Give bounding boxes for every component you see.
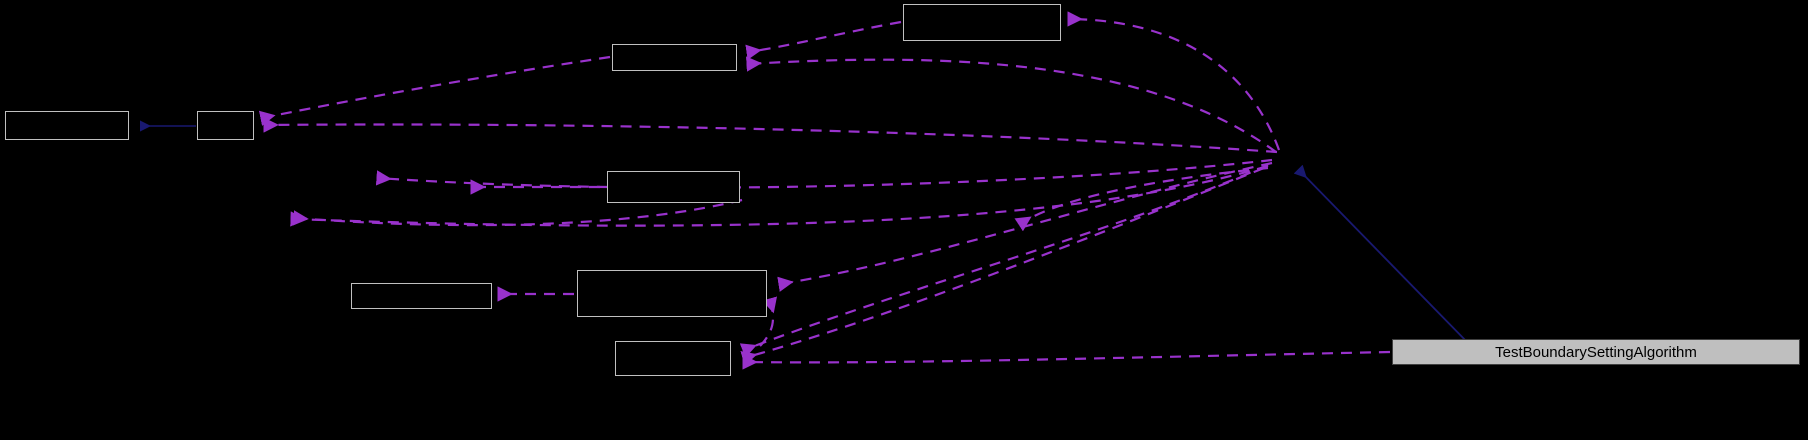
edge-usage-n7-n6 bbox=[759, 296, 778, 347]
edge-inheritance-focus-hub bbox=[1293, 164, 1471, 346]
graph-node-3[interactable] bbox=[903, 4, 1061, 41]
graph-node-1[interactable] bbox=[197, 111, 254, 140]
graph-node-2[interactable] bbox=[612, 44, 737, 71]
edge-usage-hub-n1-lower bbox=[375, 158, 1273, 189]
graph-node-6[interactable] bbox=[577, 270, 767, 317]
edge-usage-n2-n1 bbox=[258, 55, 611, 126]
graph-node-focus-label: TestBoundarySettingAlgorithm bbox=[1495, 343, 1697, 361]
graph-node-4[interactable] bbox=[607, 171, 740, 203]
edge-usage-focus-n7 bbox=[742, 350, 1391, 370]
edge-usage-n4-n1 bbox=[292, 198, 743, 227]
edge-usage-hub-n1-lowest bbox=[290, 164, 1269, 227]
graph-node-focus-testboundarysettingalgorithm[interactable]: TestBoundarySettingAlgorithm bbox=[1392, 339, 1800, 365]
edge-usage-hub-n1 bbox=[263, 117, 1278, 154]
graph-node-5[interactable] bbox=[351, 283, 492, 309]
edge-usage-hub-n7-upper bbox=[739, 163, 1269, 358]
edge-usage-hub-n6 bbox=[777, 161, 1273, 292]
edge-usage-hub-n7-mid bbox=[740, 166, 1265, 366]
graph-node-0[interactable] bbox=[5, 111, 129, 140]
edge-usage-n3-n2 bbox=[745, 20, 902, 60]
edge-usage-hub-n3 bbox=[1067, 11, 1281, 151]
graph-node-7[interactable] bbox=[615, 341, 731, 376]
edge-usage-hub-n2 bbox=[746, 56, 1277, 153]
